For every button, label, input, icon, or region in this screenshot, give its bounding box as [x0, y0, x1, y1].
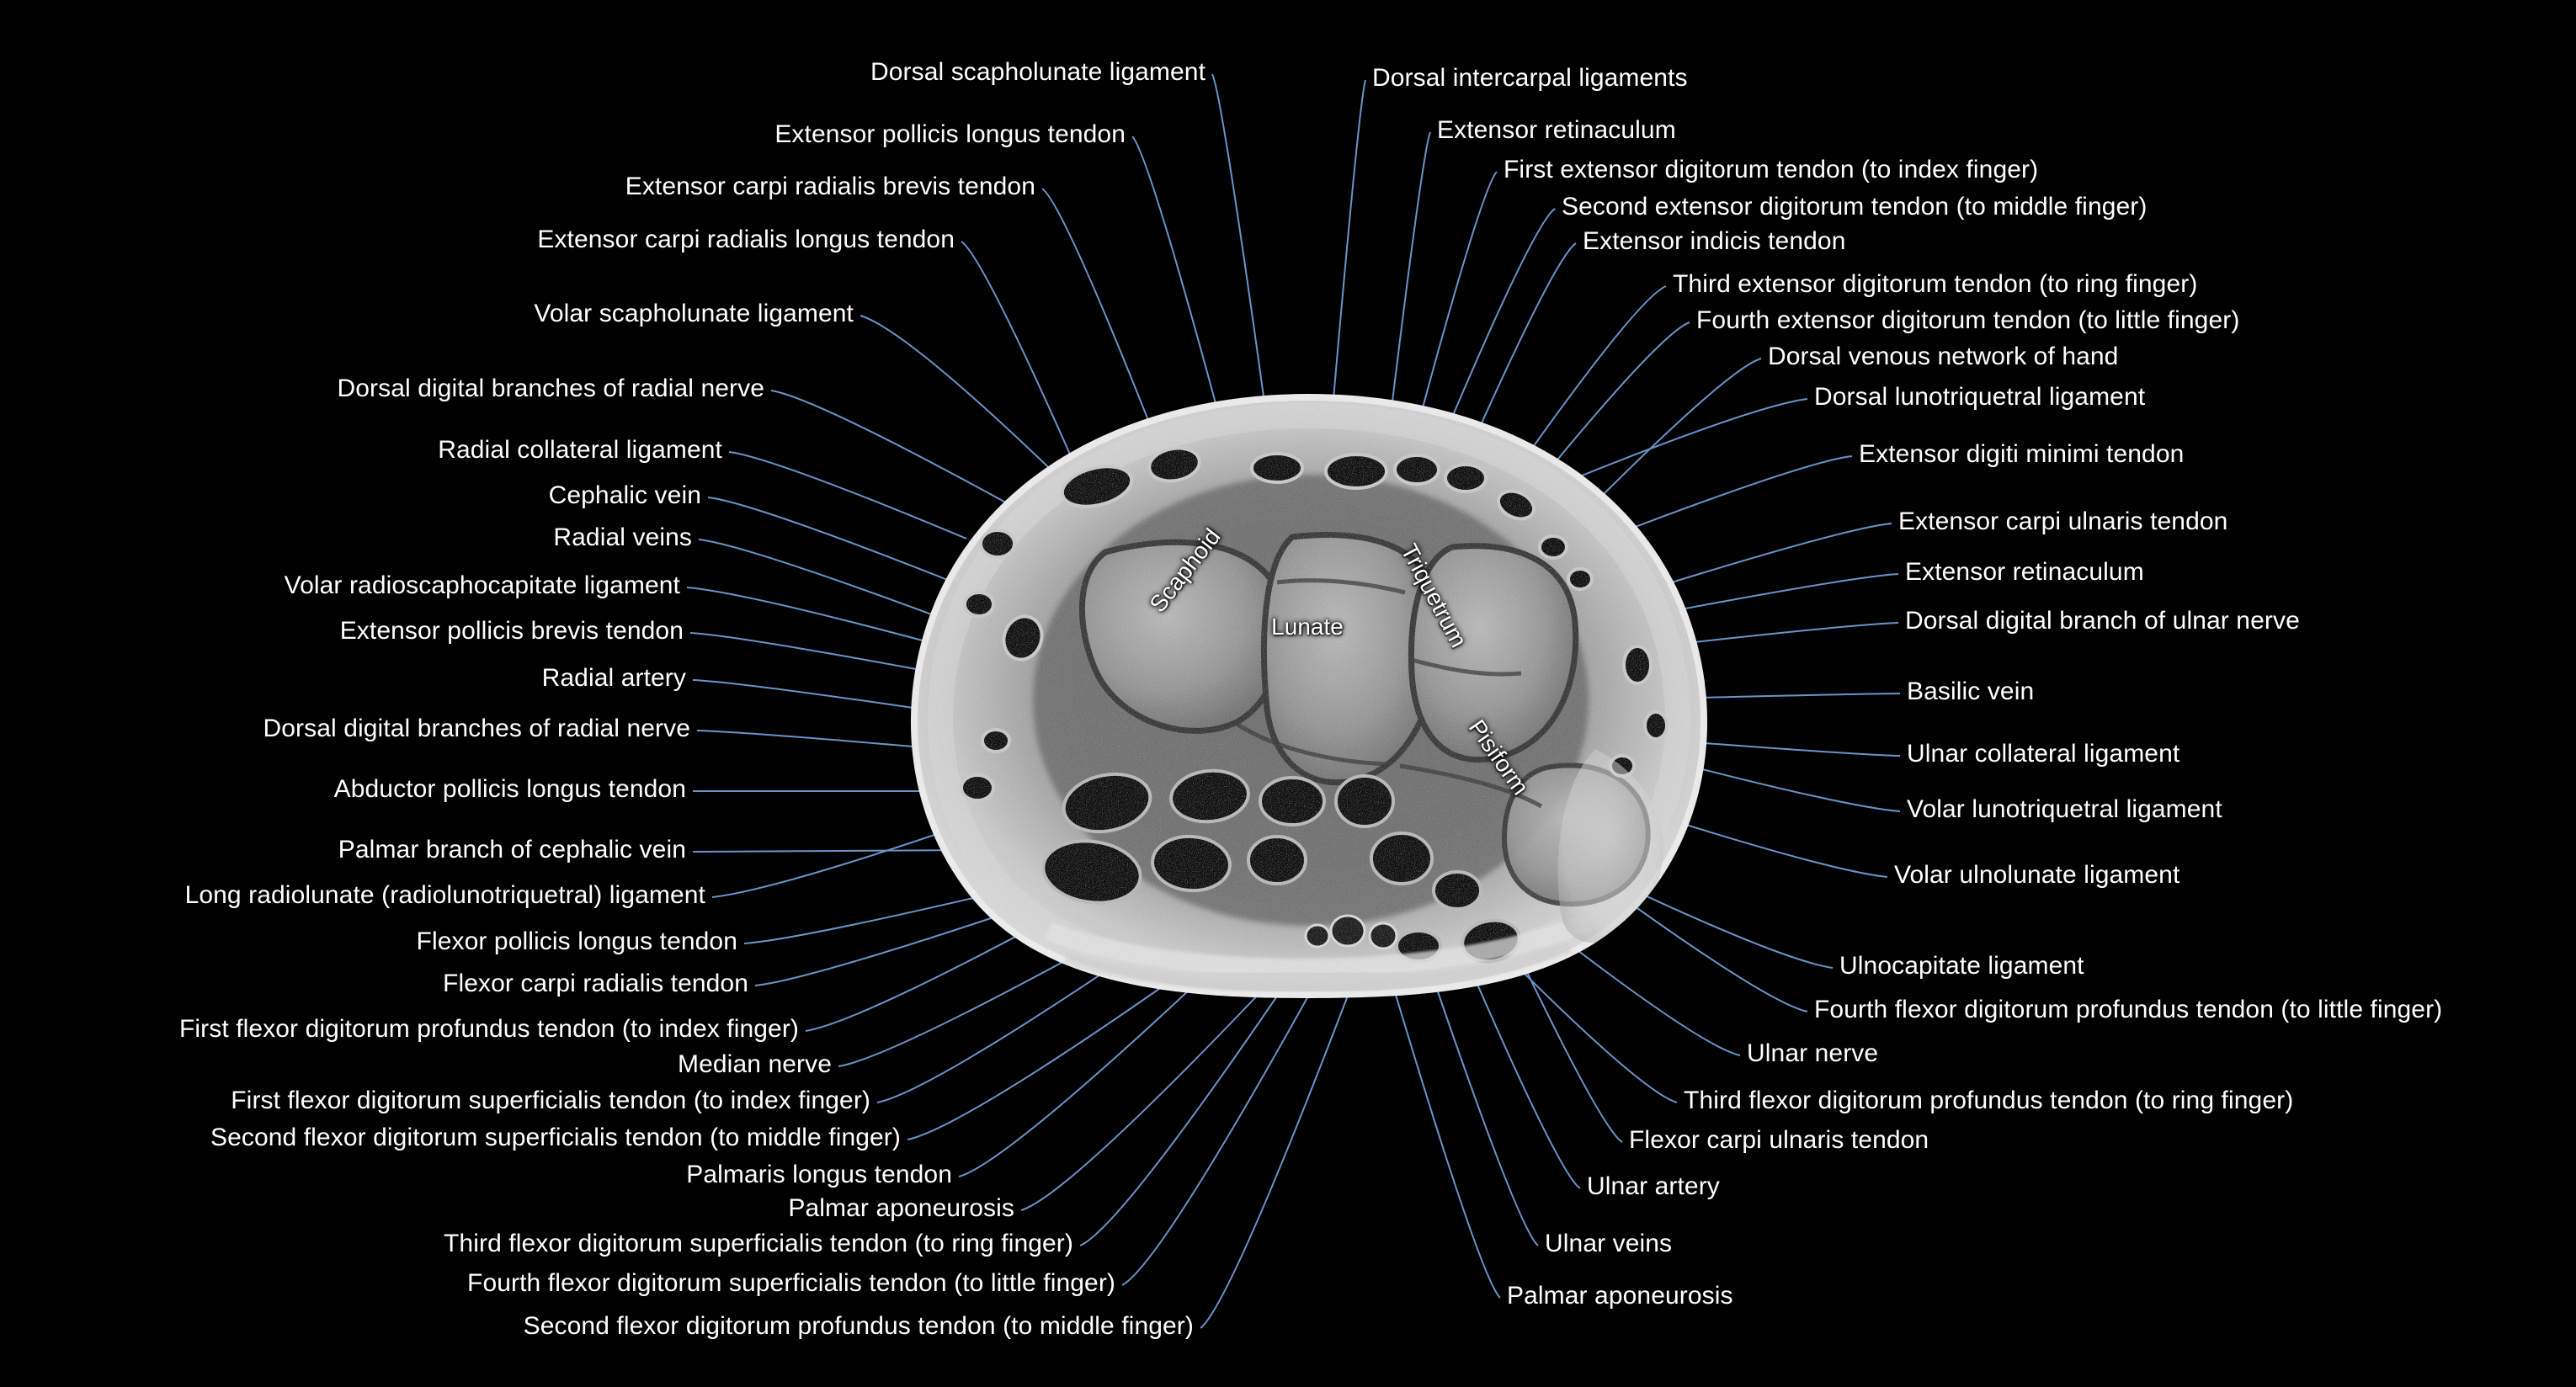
callout-label-right: Ulnar veins: [1545, 1230, 1673, 1257]
callout-label-left: Extensor carpi radialis longus tendon: [537, 226, 955, 253]
callout-label-left: Flexor pollicis longus tendon: [416, 927, 737, 955]
leader-line: [1506, 285, 1667, 485]
leader-line: [754, 900, 1045, 986]
callout-label-left: Cephalic vein: [548, 481, 701, 509]
callout-label-left: Palmar aponeurosis: [788, 1194, 1014, 1222]
leader-line: [1392, 986, 1501, 1299]
callout-label-left: Second flexor digitorum profundus tendon…: [523, 1312, 1194, 1340]
callout-label-left: Abductor pollicis longus tendon: [333, 775, 686, 803]
callout-label-right: First extensor digitorum tendon (to inde…: [1504, 156, 2039, 183]
callout-label-right: Second extensor digitorum tendon (to mid…: [1562, 193, 2148, 221]
leader-line: [696, 730, 944, 750]
leader-line: [1430, 208, 1556, 468]
leader-line: [1464, 954, 1581, 1189]
leader-line: [698, 539, 944, 619]
callout-label-right: Volar lunotriquetral ligament: [1907, 795, 2222, 823]
callout-label-right: Fourth extensor digitorum tendon (to lit…: [1696, 306, 2240, 334]
callout-label-right: Dorsal intercarpal ligaments: [1372, 64, 1688, 92]
leader-line: [1430, 971, 1539, 1246]
callout-label-right: Third flexor digitorum profundus tendon …: [1684, 1087, 2294, 1114]
callout-label-right: Palmar aponeurosis: [1507, 1282, 1733, 1310]
callout-label-left: Extensor pollicis brevis tendon: [339, 617, 684, 645]
callout-label-left: Long radiolunate (radiolunotriquetral) l…: [184, 881, 705, 909]
leader-line: [1662, 693, 1901, 699]
callout-label-right: Third extensor digitorum tendon (to ring…: [1673, 270, 2198, 298]
callout-label-right: Ulnar nerve: [1747, 1039, 1879, 1067]
callout-label-left: Flexor carpi radialis tendon: [443, 970, 748, 997]
callout-label-right: Dorsal digital branch of ulnar nerve: [1905, 607, 2300, 635]
leader-line: [1506, 929, 1623, 1143]
bone-label-lunate: Lunate: [1271, 614, 1344, 640]
callout-label-left: Radial veins: [553, 523, 692, 551]
leader-line: [1200, 908, 1381, 1329]
callout-label-left: Palmaris longus tendon: [686, 1161, 952, 1188]
leader-line: [692, 679, 954, 715]
callout-label-left: Palmar branch of cephalic vein: [338, 836, 686, 864]
callout-label-right: Dorsal lunotriquetral ligament: [1814, 383, 2146, 411]
callout-label-right: Extensor digiti minimi tendon: [1859, 440, 2185, 468]
callout-label-left: Extensor pollicis longus tendon: [774, 120, 1126, 148]
leader-line: [728, 451, 967, 539]
callout-label-left: Volar scapholunate ligament: [534, 300, 854, 327]
callout-label-left: First flexor digitorum profundus tendon …: [178, 1015, 799, 1043]
callout-label-right: Dorsal venous network of hand: [1768, 343, 2119, 370]
leader-line: [958, 975, 1205, 1177]
leader-line: [1121, 925, 1348, 1286]
callout-label-right: Basilic vein: [1907, 678, 2035, 705]
leader-line: [1329, 79, 1366, 438]
callout-label-right: Extensor carpi ulnaris tendon: [1898, 508, 2228, 535]
callout-label-right: Ulnar collateral ligament: [1907, 740, 2180, 768]
leader-line: [1582, 358, 1762, 516]
callout-label-left: Third flexor digitorum superficialis ten…: [444, 1230, 1073, 1257]
leader-line: [1388, 131, 1431, 430]
leader-line: [1409, 171, 1498, 455]
leader-line: [1079, 942, 1314, 1246]
leader-line: [1020, 971, 1280, 1211]
callout-label-left: Second flexor digitorum superficialis te…: [210, 1124, 901, 1151]
leader-line: [1211, 73, 1268, 422]
leader-line: [961, 241, 1078, 472]
callout-label-right: Fourth flexor digitorum profundus tendon…: [1814, 996, 2443, 1023]
callout-label-left: Dorsal digital branches of radial nerve: [263, 715, 690, 742]
leader-line: [692, 849, 977, 853]
leader-line: [1131, 136, 1226, 438]
callout-label-right: Extensor indicis tendon: [1583, 227, 1846, 255]
leader-line: [1670, 740, 1901, 757]
leader-line: [1582, 455, 1853, 548]
callout-label-left: First flexor digitorum superficialis ten…: [231, 1087, 870, 1114]
callout-label-left: Radial artery: [541, 664, 686, 692]
callout-label-right: Extensor retinaculum: [1437, 116, 1676, 144]
callout-label-left: Extensor carpi radialis brevis tendon: [625, 173, 1035, 200]
leader-line: [770, 390, 1011, 506]
callout-label-left: Radial collateral ligament: [438, 436, 722, 464]
leader-line: [907, 942, 1226, 1140]
callout-label-left: Dorsal scapholunate ligament: [870, 58, 1206, 86]
callout-label-right: Extensor retinaculum: [1905, 558, 2144, 586]
leader-line: [707, 497, 950, 582]
leader-line: [1041, 188, 1163, 455]
leader-line: [689, 632, 939, 674]
leader-line: [1653, 573, 1899, 615]
leader-line: [838, 933, 1115, 1067]
callout-label-left: Fourth flexor digitorum superficialis te…: [467, 1269, 1115, 1297]
callout-label-right: Ulnocapitate ligament: [1839, 952, 2084, 980]
callout-label-right: Volar ulnolunate ligament: [1894, 861, 2180, 889]
callout-label-left: Median nerve: [678, 1050, 832, 1078]
callout-label-right: Ulnar artery: [1587, 1172, 1720, 1200]
leader-line: [1649, 523, 1892, 590]
callout-label-left: Volar radioscaphocapitate ligament: [284, 571, 680, 599]
callout-label-left: Dorsal digital branches of radial nerve: [337, 375, 764, 402]
callout-label-right: Flexor carpi ulnaris tendon: [1629, 1126, 1929, 1154]
